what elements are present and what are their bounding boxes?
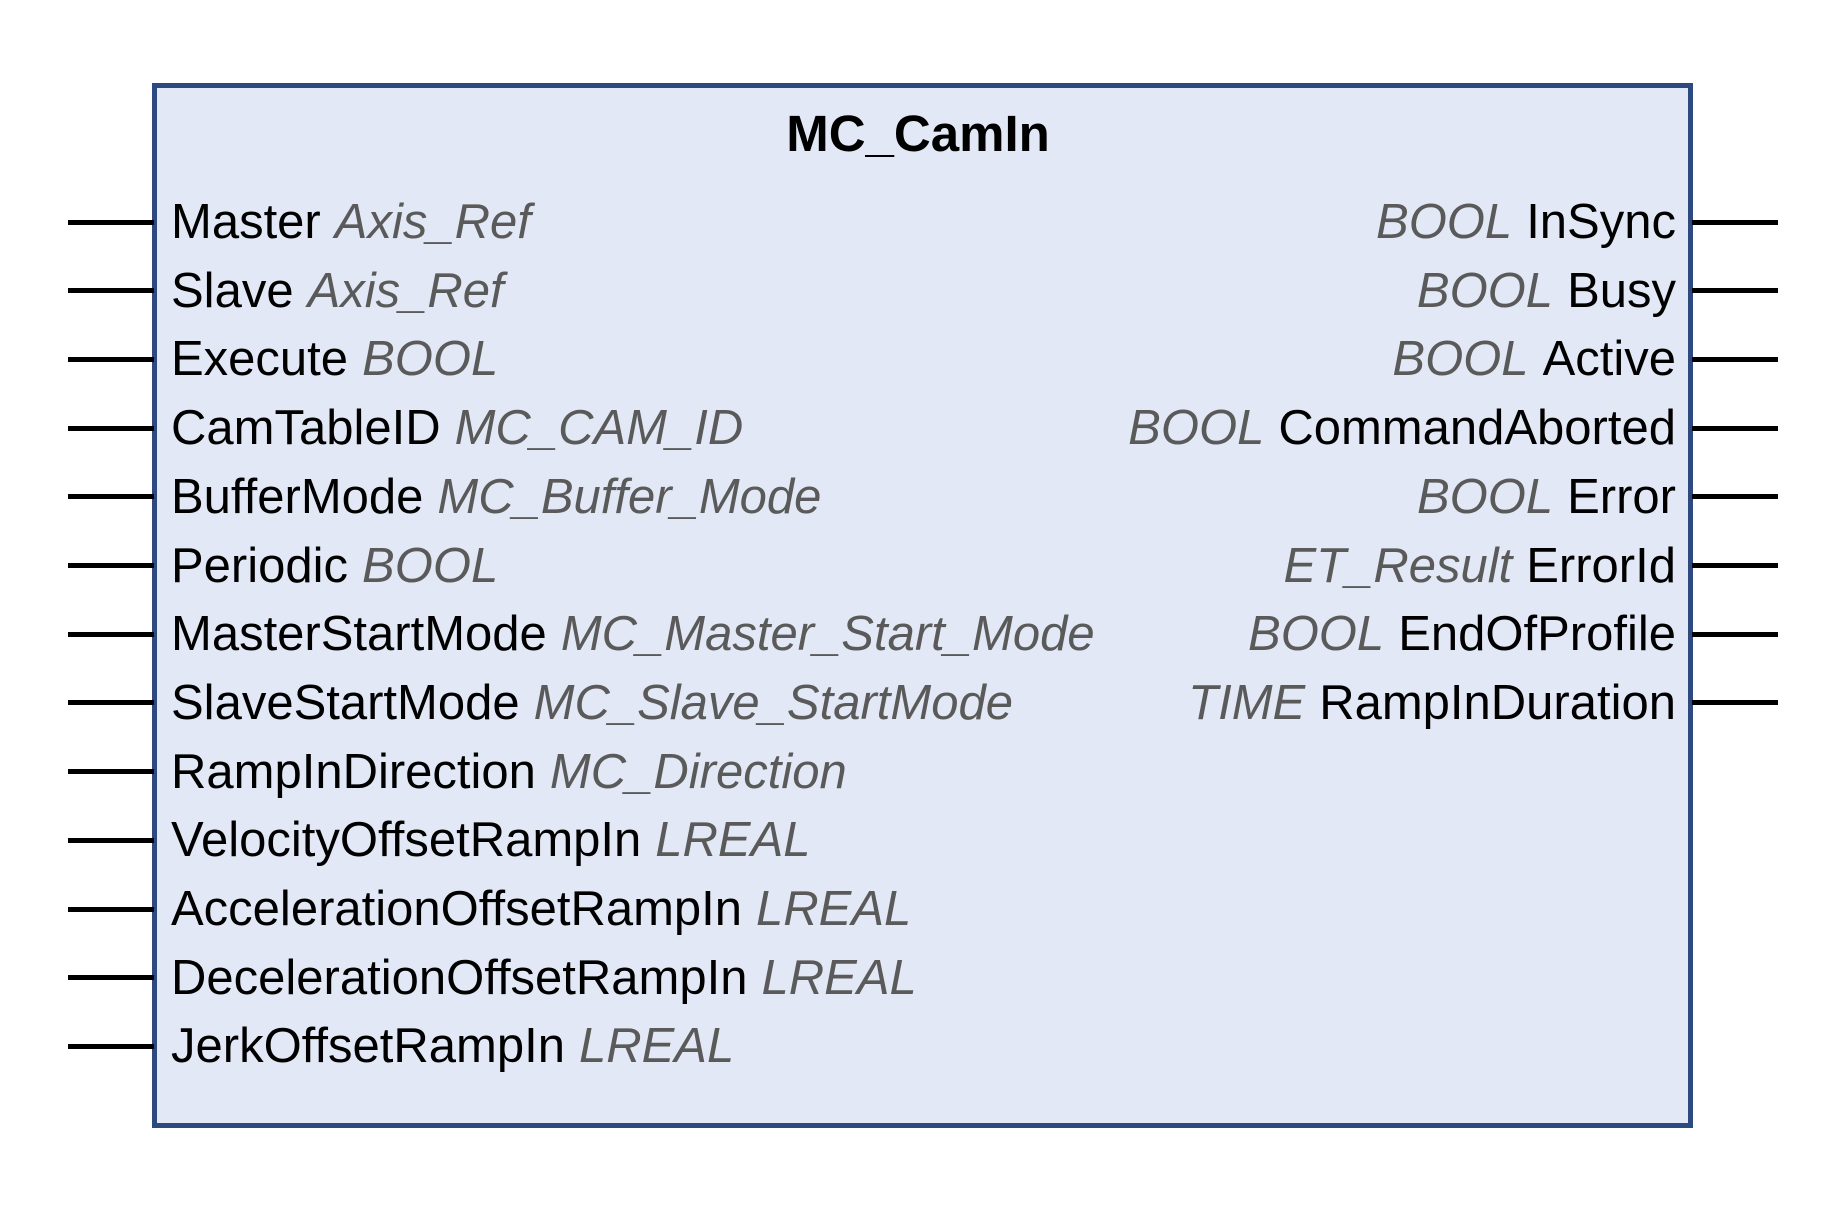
block-title: MC_CamIn bbox=[786, 105, 1050, 162]
output-connector-line[interactable] bbox=[1692, 219, 1778, 225]
input-connector-line[interactable] bbox=[68, 975, 154, 981]
input-connector-line[interactable] bbox=[68, 769, 154, 775]
output-pin-type: BOOL bbox=[1248, 607, 1385, 662]
input-connector-line[interactable] bbox=[68, 494, 154, 500]
input-pin-name: BufferMode bbox=[171, 469, 424, 524]
output-pin-type: BOOL bbox=[1416, 469, 1554, 524]
output-connector-line[interactable] bbox=[1692, 631, 1778, 637]
input-connector-line[interactable] bbox=[68, 563, 154, 568]
input-pin-name: Master bbox=[171, 195, 321, 249]
input-pin-type: BOOL bbox=[362, 332, 499, 387]
input-pin-type: MC_Master_Start_Mode bbox=[560, 607, 1095, 662]
output-pin-name: RampInDuration bbox=[1319, 675, 1676, 730]
input-connector-line[interactable] bbox=[68, 906, 154, 912]
input-pin-type: MC_Slave_StartMode bbox=[533, 675, 1013, 730]
input-connector-line[interactable] bbox=[68, 219, 154, 225]
input-connector-line[interactable] bbox=[68, 837, 154, 843]
input-connector-line[interactable] bbox=[68, 1043, 154, 1049]
input-pin-name: DecelerationOffsetRampIn bbox=[171, 950, 748, 1005]
input-pin-name: Periodic bbox=[171, 538, 349, 593]
input-connector-line[interactable] bbox=[68, 425, 154, 431]
input-pin-type: BOOL bbox=[362, 538, 499, 593]
output-connector-line[interactable] bbox=[1692, 288, 1778, 294]
input-pin-name: Execute bbox=[171, 332, 349, 387]
input-pin-name: JerkOffsetRampIn bbox=[171, 1019, 565, 1074]
input-pin-name: Slave bbox=[171, 263, 294, 318]
output-connector-line[interactable] bbox=[1692, 425, 1778, 431]
output-connector-line[interactable] bbox=[1692, 494, 1778, 500]
input-pin-name: MasterStartMode bbox=[171, 607, 547, 662]
output-pin-type: BOOL bbox=[1392, 332, 1529, 387]
input-pin-type: Axis_Ref bbox=[307, 263, 504, 318]
output-pin-type: BOOL bbox=[1128, 401, 1265, 456]
input-pin-type: LREAL bbox=[761, 950, 917, 1005]
input-connector-line[interactable] bbox=[68, 356, 154, 362]
input-pin-type: LREAL bbox=[578, 1019, 735, 1074]
input-connector-line[interactable] bbox=[68, 631, 154, 637]
input-pin-name: SlaveStartMode bbox=[171, 675, 520, 730]
output-pin-type: BOOL bbox=[1416, 263, 1554, 318]
output-pin-name: ErrorId bbox=[1526, 538, 1676, 593]
function-block bbox=[152, 83, 1693, 1128]
output-pin-name: Busy bbox=[1567, 263, 1676, 318]
output-pin-name: Active bbox=[1542, 332, 1676, 387]
input-pin-type: Axis_Ref bbox=[334, 195, 531, 249]
input-pin-type: MC_Direction bbox=[549, 744, 847, 799]
input-pin-type: MC_CAM_ID bbox=[454, 401, 744, 456]
output-pin-type: BOOL bbox=[1376, 195, 1513, 249]
output-pin-type: ET_Result bbox=[1283, 538, 1513, 593]
output-connector-line[interactable] bbox=[1692, 356, 1778, 362]
input-pin-name: AccelerationOffsetRampIn bbox=[171, 882, 743, 936]
output-pin-name: CommandAborted bbox=[1278, 401, 1676, 456]
output-connector-line[interactable] bbox=[1692, 700, 1778, 706]
input-pin-name: RampInDirection bbox=[171, 744, 536, 799]
input-pin-name: CamTableID bbox=[171, 401, 441, 456]
output-pin-name: EndOfProfile bbox=[1398, 607, 1676, 662]
input-pin-type: LREAL bbox=[655, 813, 811, 868]
input-pin-type: LREAL bbox=[756, 882, 912, 936]
input-connector-line[interactable] bbox=[68, 288, 154, 294]
output-pin-name: Error bbox=[1567, 469, 1676, 524]
output-pin-name: InSync bbox=[1526, 195, 1676, 249]
input-pin-type: MC_Buffer_Mode bbox=[437, 469, 822, 524]
input-pin-name: VelocityOffsetRampIn bbox=[171, 813, 642, 868]
output-connector-line[interactable] bbox=[1692, 563, 1778, 568]
output-pin-type: TIME bbox=[1188, 675, 1306, 730]
input-connector-line[interactable] bbox=[68, 700, 154, 706]
